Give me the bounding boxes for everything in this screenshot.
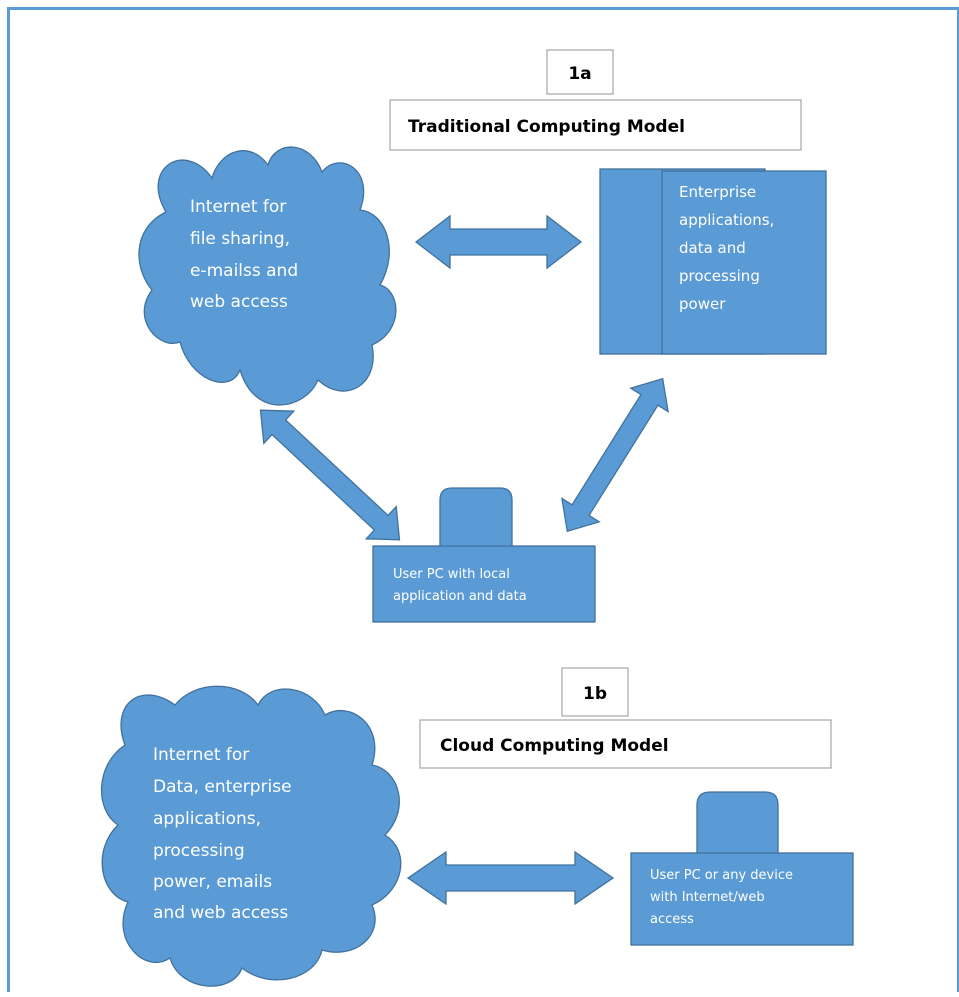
title-1b: Cloud Computing Model: [419, 719, 832, 769]
server-front-panel: [661, 170, 827, 355]
enterprise-server-1a: Enterprise applications, data and proces…: [599, 168, 827, 355]
arrow-pc-server-shape: [561, 377, 669, 533]
pc-1a-line: User PC with local: [393, 567, 510, 582]
user-device-1b: User PC or any device with Internet/web …: [630, 791, 854, 946]
cloud-shape-1b: [100, 685, 402, 987]
title-1a-label: Traditional Computing Model: [408, 117, 685, 137]
cloud-1a-line: e-mailss and: [190, 261, 298, 281]
cloud-1a-text: Internet for file sharing, e-mailss and …: [190, 197, 304, 312]
double-arrow-cloud-device-1b: [406, 850, 615, 906]
title-1a: Traditional Computing Model: [389, 99, 802, 151]
user-pc-1a: User PC with local application and data: [372, 487, 596, 623]
cloud-1b-line: Data, enterprise: [153, 777, 292, 797]
device-1b-monitor: [696, 791, 779, 856]
server-1a-line: processing: [679, 267, 760, 285]
cloud-1a-line: file sharing,: [190, 229, 290, 249]
cloud-1b-line: applications,: [153, 809, 261, 829]
server-1a-line: Enterprise: [679, 183, 756, 201]
cloud-1b-line: and web access: [153, 903, 288, 923]
server-1a-text: Enterprise applications, data and proces…: [679, 183, 779, 313]
server-1a-line: applications,: [679, 211, 774, 229]
cloud-shape-1a: [138, 146, 397, 406]
tag-1b-box: [561, 667, 629, 717]
tag-1b-label: 1b: [583, 684, 607, 704]
pc-1a-line: application and data: [393, 589, 527, 604]
title-1a-box: [389, 99, 802, 151]
pc-1a-text: User PC with local application and data: [393, 567, 527, 604]
pc-1a-base: [372, 545, 596, 623]
cloud-1a-line: Internet for: [190, 197, 286, 217]
cloud-1b-line: Internet for: [153, 745, 249, 765]
double-arrow-cloud-pc-1a: [259, 409, 401, 541]
internet-cloud-1a: Internet for file sharing, e-mailss and …: [138, 146, 397, 406]
pc-1a-monitor: [439, 487, 513, 549]
device-1b-line: with Internet/web: [650, 890, 765, 905]
device-1b-base: [630, 852, 854, 946]
device-1b-line: access: [650, 912, 694, 927]
arrow-cloud-pc-shape: [259, 409, 401, 541]
tag-1a-label: 1a: [568, 64, 591, 84]
internet-cloud-1b: Internet for Data, enterprise applicatio…: [100, 685, 402, 987]
device-1b-line: User PC or any device: [650, 868, 793, 883]
cloud-1b-text: Internet for Data, enterprise applicatio…: [153, 745, 297, 923]
tag-1b: 1b: [561, 667, 629, 717]
server-1a-line: power: [679, 295, 726, 313]
title-1b-label: Cloud Computing Model: [440, 736, 669, 756]
cloud-1a-line: web access: [190, 292, 288, 312]
double-arrow-cloud-server-1a: [414, 214, 583, 270]
server-1a-line: data and: [679, 239, 746, 257]
tag-1a: 1a: [546, 49, 614, 95]
device-1b-text: User PC or any device with Internet/web …: [650, 868, 797, 927]
title-1b-box: [419, 719, 832, 769]
cloud-1b-line: power, emails: [153, 872, 272, 892]
cloud-1b-line: processing: [153, 841, 245, 861]
tag-1a-box: [546, 49, 614, 95]
double-arrow-pc-server-1a: [561, 377, 669, 533]
